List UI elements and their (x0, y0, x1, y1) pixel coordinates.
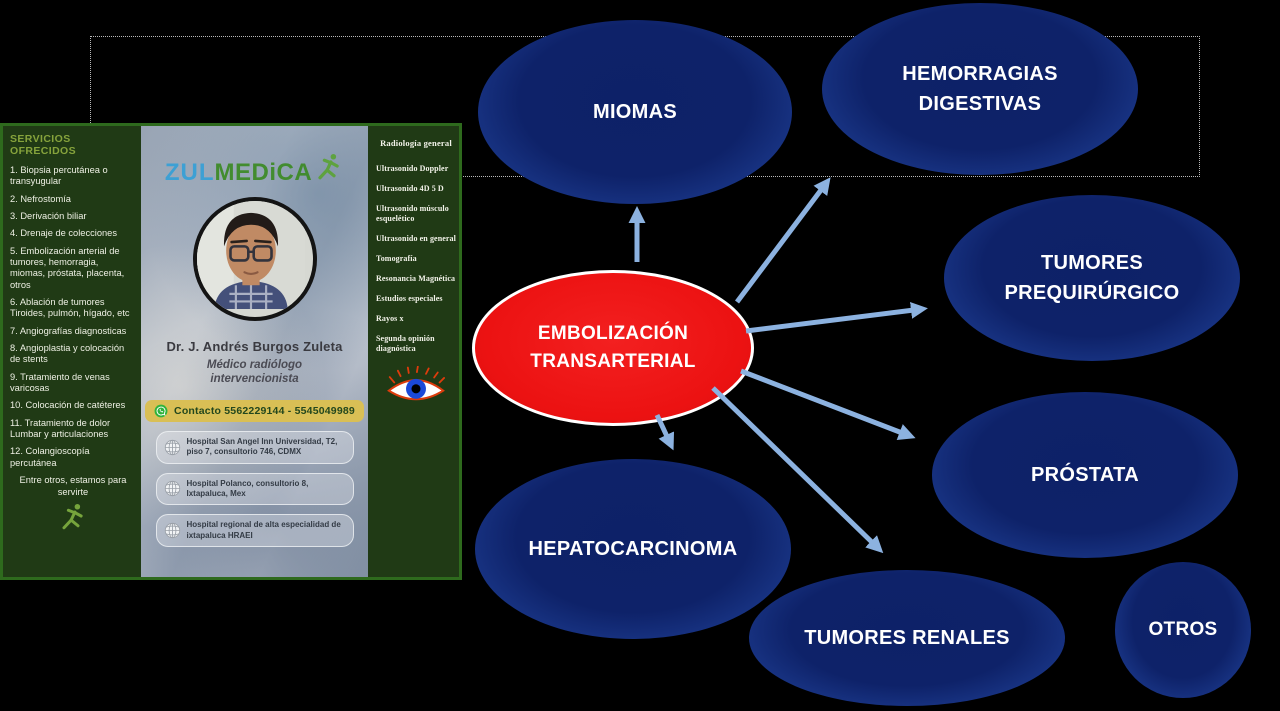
contact-bar: Contacto 5562229144 - 5545049989 (145, 399, 364, 422)
node-otros: OTROS (1115, 562, 1251, 698)
hospital-item: Hospital San Angel Inn Universidad, T2, … (155, 430, 354, 464)
arrow-to-tumores-prequirurgico (745, 301, 928, 334)
radiology-item: Segunda opinión diagnóstica (376, 334, 435, 353)
service-item: 4. Drenaje de colecciones (10, 228, 117, 239)
radiology-title: Radiología general (380, 138, 452, 148)
radiology-item: Ultrasonido 4D 5 D (376, 184, 444, 193)
services-footer: Entre otros, estamos para servirte (19, 474, 127, 497)
node-label: PRÓSTATA (1031, 464, 1139, 486)
zulmedica-flyer: SERVICIOS OFRECIDOS 1. Biopsia percutáne… (0, 123, 462, 580)
radiology-item: Ultrasonido en general (376, 234, 456, 243)
service-item: 11. Tratamiento de dolor Lumbar y articu… (10, 417, 111, 439)
radiology-item: Ultrasonido músculo esquelético (376, 204, 449, 223)
node-label: TUMORES RENALES (804, 627, 1010, 649)
globe-icon (164, 481, 180, 497)
eye-icon (376, 365, 456, 413)
node-hepatocarcinoma: HEPATOCARCINOMA (475, 459, 791, 639)
service-item: 3. Derivación biliar (10, 210, 87, 221)
whatsapp-icon (154, 404, 168, 418)
node-embolizacion-transarterial: EMBOLIZACIÓN TRANSARTERIAL (472, 270, 754, 426)
node-miomas: MIOMAS (478, 20, 792, 204)
hospital-item: Hospital Polanco, consultorio 8, Ixtapal… (155, 472, 354, 506)
service-item: 1. Biopsia percutánea o transyugular (10, 165, 108, 187)
radiology-item: Resonancia Magnética (376, 274, 456, 283)
node-tumores-prequirurgico: TUMORES PREQUIRÚRGICO (944, 195, 1240, 361)
node-label: TUMORES PREQUIRÚRGICO (1004, 252, 1180, 304)
node-prostata: PRÓSTATA (932, 392, 1238, 558)
runner-icon (10, 502, 136, 537)
services-title: SERVICIOS OFRECIDOS (10, 133, 77, 157)
service-item: 8. Angioplastia y colocación de stents (10, 342, 125, 365)
service-item: 7. Angiografías diagnosticas (10, 325, 127, 336)
service-item: 12. Colangioscopía percutánea (10, 446, 90, 468)
hospital-item: Hospital regional de alta especialidad d… (155, 514, 354, 548)
doctor-portrait (192, 197, 317, 321)
logo-text-medica: MEDiCA (214, 159, 313, 186)
contact-text: Contacto 5562229144 - 5545049989 (174, 404, 355, 417)
services-panel: SERVICIOS OFRECIDOS 1. Biopsia percutáne… (3, 126, 141, 577)
node-label: OTROS (1148, 618, 1218, 640)
radiology-panel: Radiología general Ultrasonido Doppler U… (368, 126, 459, 577)
radiology-item: Estudios especiales (376, 294, 443, 303)
service-item: 10. Colocación de catéteres (10, 400, 126, 411)
doctor-title: Médico radiólogo intervencionista (206, 359, 303, 386)
node-label: MIOMAS (592, 101, 678, 123)
node-tumores-renales: TUMORES RENALES (749, 570, 1065, 706)
logo-text-zul: ZUL (164, 159, 215, 186)
radiology-item: Ultrasonido Doppler (376, 164, 449, 173)
hospital-text: Hospital San Angel Inn Universidad, T2, … (186, 436, 338, 457)
radiology-item: Tomografía (376, 254, 417, 263)
hospital-text: Hospital regional de alta especialidad d… (186, 520, 341, 540)
service-item: 5. Embolización arterial de tumores, hem… (10, 245, 125, 290)
node-label: HEMORRAGIAS DIGESTIVAS (902, 63, 1058, 115)
radiology-item: Rayos x (376, 314, 404, 323)
doctor-name: Dr. J. Andrés Burgos Zuleta (166, 339, 343, 354)
globe-icon (164, 439, 180, 455)
service-item: 6. Ablación de tumores Tiroides, pulmón,… (10, 296, 130, 319)
arrow-to-hemorragias (735, 177, 831, 304)
globe-icon (164, 523, 180, 539)
logo-runner-icon (314, 152, 344, 187)
hospital-text: Hospital Polanco, consultorio 8, Ixtapal… (186, 478, 309, 498)
node-label: HEPATOCARCINOMA (528, 538, 738, 560)
service-item: 2. Nefrostomía (10, 193, 71, 204)
service-item: 9. Tratamiento de venas varicosas (10, 371, 110, 393)
center-node-label: EMBOLIZACIÓN TRANSARTERIAL (530, 322, 696, 373)
node-hemorragias-digestivas: HEMORRAGIAS DIGESTIVAS (822, 3, 1138, 175)
arrow-to-prostata (740, 368, 916, 440)
